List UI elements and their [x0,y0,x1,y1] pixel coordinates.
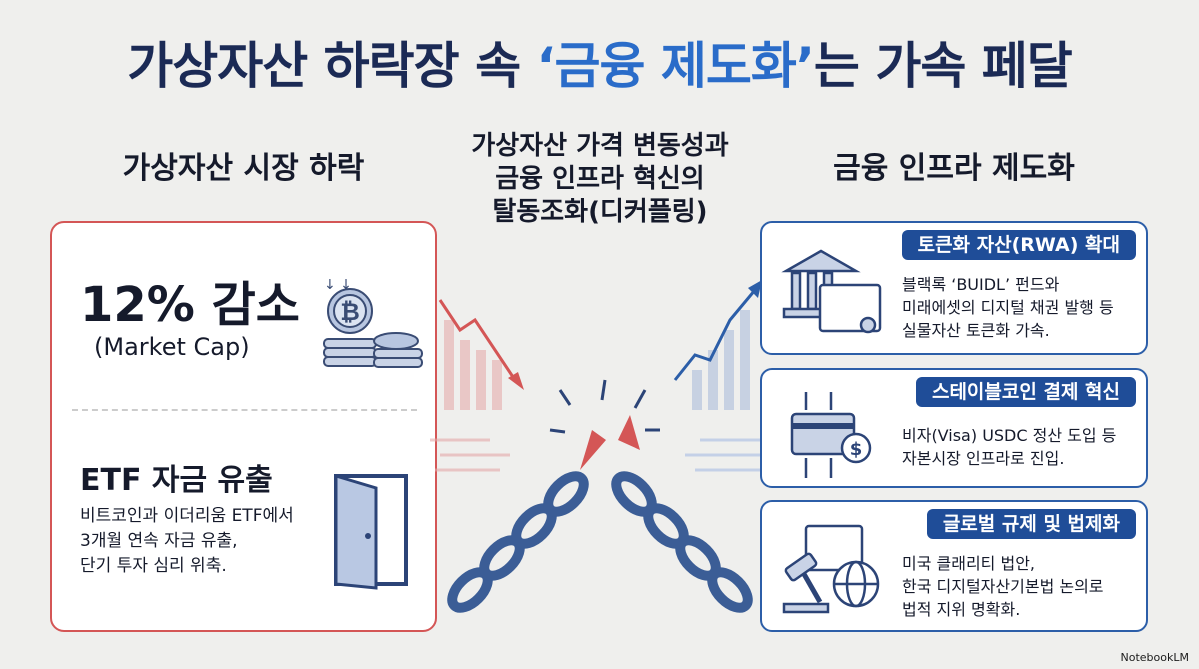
etf-line-2: 3개월 연속 자금 유출, [80,531,238,551]
etf-outflow-title: ETF 자금 유출 [80,463,273,498]
market-decline-panel: 12% 감소 (Market Cap) ₿ ↓ ↓ ETF 자금 유출 비트코인… [50,221,437,632]
center-heading: 가상자산 가격 변동성과 금융 인프라 혁신의 탈동조화(디커플링) [440,130,760,229]
rwa-card: 토큰화 자산(RWA) 확대 블랙록 ‘BUIDL’ 펀드와 미래에셋의 디지털… [760,221,1148,355]
rwa-line-2: 미래에셋의 디지털 채권 발행 등 [902,298,1114,317]
stablecoin-text: 비자(Visa) USDC 정산 도입 등 자본시장 인프라로 진입. [902,424,1116,470]
title-pre: 가상자산 하락장 속 [127,37,537,95]
title-post: 는 가속 페달 [813,37,1073,95]
notebooklm-credit: NotebookLM [1120,651,1189,664]
svg-text:₿: ₿ [340,298,360,326]
title-highlight: ‘금융 제도화’ [536,37,815,95]
regulation-label: 글로벌 규제 및 법제화 [926,509,1136,539]
panel-divider [72,409,417,411]
open-door-icon [334,473,408,590]
regulation-line-1: 미국 클래리티 법안, [902,554,1036,573]
stablecoin-label: 스테이블코인 결제 혁신 [915,377,1136,407]
rwa-line-3: 실물자산 토큰화 가속. [902,321,1050,340]
etf-line-3: 단기 투자 심리 위축. [80,556,227,576]
center-line-3: 탈동조화(디커플링) [492,197,708,227]
decoupling-chain-illustration [430,280,762,613]
stablecoin-line-2: 자본시장 인프라로 진입. [902,449,1065,468]
regulation-text: 미국 클래리티 법안, 한국 디지털자산기본법 논의로 법적 지위 명확화. [902,552,1104,621]
etf-outflow-desc: 비트코인과 이더리움 ETF에서 3개월 연속 자금 유출, 단기 투자 심리 … [80,504,294,579]
stablecoin-line-1: 비자(Visa) USDC 정산 도입 등 [902,426,1117,445]
gavel-globe-icon [782,524,880,614]
rwa-text: 블랙록 ‘BUIDL’ 펀드와 미래에셋의 디지털 채권 발행 등 실물자산 토… [902,273,1114,342]
center-line-2: 금융 인프라 혁신의 [495,164,705,194]
market-cap-label: (Market Cap) [94,333,250,361]
center-line-1: 가상자산 가격 변동성과 [471,131,729,161]
regulation-card: 글로벌 규제 및 법제화 미국 클래리티 법안, 한국 디지털자산기본법 논의로… [760,500,1148,632]
card-coin-icon: $ [790,392,872,478]
rwa-line-1: 블랙록 ‘BUIDL’ 펀드와 [902,275,1060,294]
bank-certificate-icon [781,249,882,334]
svg-text:↓ ↓: ↓ ↓ [324,279,352,293]
left-heading: 가상자산 시장 하락 [122,151,365,186]
regulation-line-2: 한국 디지털자산기본법 논의로 [902,577,1104,596]
svg-text:$: $ [850,439,863,460]
rwa-label: 토큰화 자산(RWA) 확대 [901,230,1136,260]
bitcoin-coins-icon: ₿ ↓ ↓ [323,279,423,368]
market-cap-stat: 12% 감소 [80,277,300,333]
page-title: 가상자산 하락장 속 ‘금융 제도화’는 가속 페달 [0,26,1199,98]
etf-line-1: 비트코인과 이더리움 ETF에서 [80,506,294,526]
right-heading: 금융 인프라 제도화 [833,151,1075,186]
stablecoin-card: $ 스테이블코인 결제 혁신 비자(Visa) USDC 정산 도입 등 자본시… [760,368,1148,488]
regulation-line-3: 법적 지위 명확화. [902,600,1021,619]
